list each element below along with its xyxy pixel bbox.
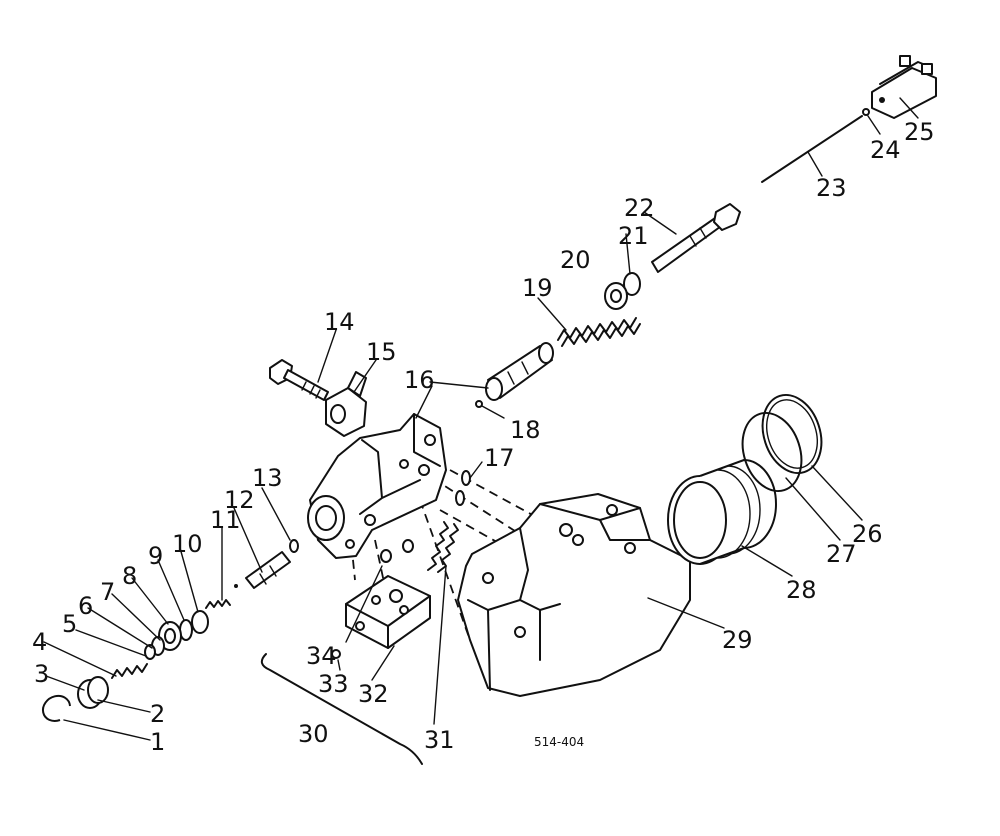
callout-8: 8 [122,562,137,590]
drawing-code: 514-404 [534,735,584,749]
part-33-plug [331,649,341,659]
callout-12: 12 [224,486,255,514]
callout-33: 33 [318,670,349,698]
callout-17: 17 [484,444,515,472]
part-27-ring [741,411,803,493]
callout-2: 2 [150,700,165,728]
callout-29: 29 [722,626,753,654]
part-4-spring [111,663,148,679]
callout-7: 7 [100,578,115,606]
part-12-spool [245,551,291,589]
callout-11: 11 [210,506,241,534]
callout-18: 18 [510,416,541,444]
part-19-spring [557,317,641,347]
part-15-bracket [325,371,367,437]
callout-28: 28 [786,576,817,604]
callout-15: 15 [366,338,397,366]
callout-20: 20 [560,246,591,274]
part-6-seat [144,644,156,660]
callout-5: 5 [62,610,77,638]
callout-3: 3 [34,660,49,688]
part-28-piston [667,459,777,565]
callout-14: 14 [324,308,355,336]
part-1-snap-ring [42,694,71,722]
callout-9: 9 [148,542,163,570]
leader-lines [43,97,919,741]
callout-4: 4 [32,628,47,656]
part-26-ring [761,393,823,475]
callout-32: 32 [358,680,389,708]
callout-24: 24 [870,136,901,164]
part-3-cap [77,676,109,709]
valve-housing [307,413,447,559]
callout-22: 22 [624,194,655,222]
part-34b-oring [402,539,414,553]
part-16-piston [485,342,554,401]
callout-31: 31 [424,726,455,754]
part-25-clevis [871,55,937,119]
part-13-oring [289,539,299,553]
part-22-bolt [651,203,741,273]
part-21-washer [623,272,641,296]
part-34-oring [380,549,392,563]
callout-27: 27 [826,540,857,568]
callout-10: 10 [172,530,203,558]
part-23-rod [761,115,863,183]
callout-23: 23 [816,174,847,202]
callout-labels: 1 2 3 4 5 6 7 8 9 10 11 12 13 14 15 16 1… [32,118,935,756]
group-30-bracket [260,653,423,765]
part-18-pin [475,400,483,408]
part-31-spring [427,521,459,573]
part-17-orings [455,470,471,506]
part-10-oring [191,610,209,634]
part-20-nut [604,282,628,310]
callout-30: 30 [298,720,329,748]
part-11-pin [205,584,238,609]
callout-1: 1 [150,728,165,756]
callout-34: 34 [306,642,337,670]
callout-26: 26 [852,520,883,548]
callout-13: 13 [252,464,283,492]
part-32-block [345,575,431,649]
callout-21: 21 [618,222,649,250]
callout-19: 19 [522,274,553,302]
part-29-cylinder [457,493,691,697]
part-14-bolt [269,359,329,401]
callout-25: 25 [904,118,935,146]
part-24-ring [862,108,870,116]
callout-16: 16 [404,366,435,394]
callout-6: 6 [78,592,93,620]
